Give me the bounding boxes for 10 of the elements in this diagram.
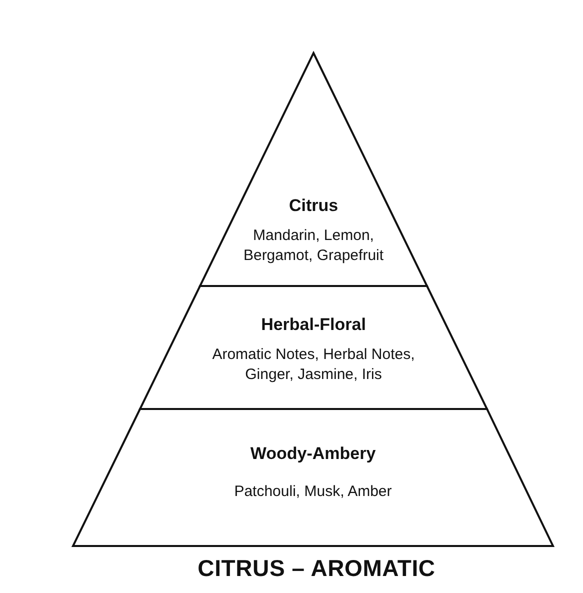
pyramid-tier xyxy=(140,286,487,409)
tier-notes: Patchouli, Musk, Amber xyxy=(233,482,393,502)
tier-heading: Herbal-Floral xyxy=(260,315,367,335)
tier-heading: Woody-Ambery xyxy=(249,444,377,464)
tier-heading: Citrus xyxy=(288,196,340,216)
pyramid-tier xyxy=(73,409,553,546)
tier-notes: Aromatic Notes, Herbal Notes, Ginger, Jasmine, Iris xyxy=(211,345,416,385)
pyramid-tier xyxy=(200,53,427,286)
pyramid-caption: CITRUS – AROMATIC xyxy=(196,555,436,582)
tier-notes: Mandarin, Lemon, Bergamot, Grapefruit xyxy=(242,226,385,266)
